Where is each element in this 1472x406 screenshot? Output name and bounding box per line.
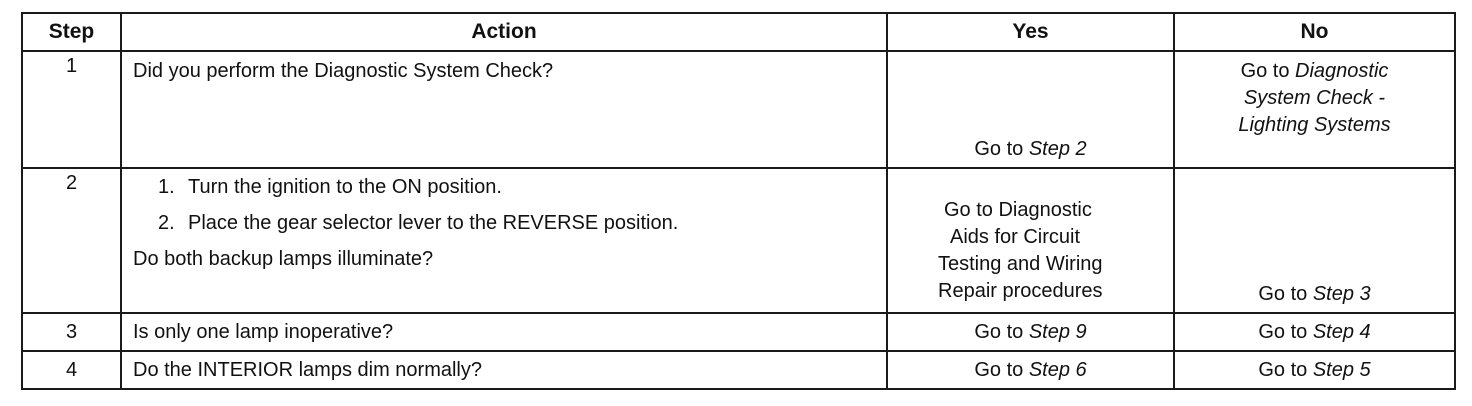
table-row: 1 Did you perform the Diagnostic System … bbox=[21, 50, 1456, 169]
table-row: 3 Is only one lamp inoperative? Go to St… bbox=[21, 312, 1456, 352]
yes-cell: Go to Step 6 bbox=[886, 350, 1175, 390]
step-cell: 4 bbox=[21, 350, 122, 390]
no-ref-line2: System Check - bbox=[1243, 87, 1386, 109]
yes-cell: Go to Step 9 bbox=[886, 312, 1175, 352]
no-text: Go to Step 3 bbox=[1175, 280, 1454, 308]
list-number: 1. bbox=[158, 176, 175, 198]
yes-step-link: Step 6 bbox=[1028, 359, 1087, 381]
yes-cell: Go to Step 2 bbox=[886, 50, 1175, 169]
no-cell: Go to Step 3 bbox=[1173, 167, 1456, 314]
step-cell: 1 bbox=[21, 50, 122, 169]
step-cell: 2 bbox=[21, 167, 122, 314]
yes-line: Aids for Circuit bbox=[950, 226, 1081, 248]
list-number: 2. bbox=[158, 212, 175, 234]
list-text: Place the gear selector lever to the REV… bbox=[188, 212, 679, 234]
yes-prefix: Go to bbox=[974, 321, 1024, 343]
no-cell: Go to Step 4 bbox=[1173, 312, 1456, 352]
yes-text: Go to Diagnostic Aids for Circuit Testin… bbox=[888, 169, 1173, 305]
no-prefix: Go to bbox=[1258, 321, 1308, 343]
header-action: Action bbox=[120, 12, 888, 52]
list-text: Turn the ignition to the ON position. bbox=[188, 176, 502, 198]
no-cell: Go to Diagnostic System Check - Lighting… bbox=[1173, 50, 1456, 169]
no-text: Go to Diagnostic System Check - Lighting… bbox=[1175, 52, 1454, 139]
no-step-link: Step 3 bbox=[1312, 283, 1371, 305]
action-question: Do both backup lamps illuminate? bbox=[133, 248, 434, 270]
no-cell: Go to Step 5 bbox=[1173, 350, 1456, 390]
no-ref-line3: Lighting Systems bbox=[1238, 114, 1391, 136]
yes-text: Go to Step 2 bbox=[888, 135, 1173, 163]
action-cell: Do the INTERIOR lamps dim normally? bbox=[120, 350, 888, 390]
diagnostic-table: Step Action Yes No 1 Did you perform the… bbox=[21, 12, 1456, 390]
action-text: Is only one lamp inoperative? bbox=[133, 321, 394, 343]
header-no: No bbox=[1173, 12, 1456, 52]
yes-line: Repair procedures bbox=[938, 280, 1103, 302]
action-list: 1.Turn the ignition to the ON position. … bbox=[122, 169, 886, 273]
header-yes: Yes bbox=[886, 12, 1175, 52]
yes-step-link: Step 9 bbox=[1028, 321, 1087, 343]
yes-line: Testing and Wiring bbox=[938, 253, 1103, 275]
no-step-link: Step 5 bbox=[1312, 359, 1371, 381]
header-row: Step Action Yes No bbox=[21, 12, 1456, 52]
action-text: Did you perform the Diagnostic System Ch… bbox=[133, 60, 554, 82]
action-cell: Did you perform the Diagnostic System Ch… bbox=[120, 50, 888, 169]
action-text: Do the INTERIOR lamps dim normally? bbox=[133, 359, 482, 381]
yes-prefix: Go to bbox=[974, 138, 1024, 160]
no-prefix: Go to bbox=[1258, 359, 1308, 381]
action-cell: 1.Turn the ignition to the ON position. … bbox=[120, 167, 888, 314]
yes-line: Go to Diagnostic bbox=[944, 199, 1092, 221]
action-cell: Is only one lamp inoperative? bbox=[120, 312, 888, 352]
action-list-item: 2. Place the gear selector lever to the R… bbox=[122, 209, 886, 237]
no-ref-line1: Diagnostic bbox=[1295, 60, 1389, 82]
action-list-item: 1. Turn the ignition to the ON position. bbox=[122, 173, 886, 201]
header-step: Step bbox=[21, 12, 122, 52]
no-step-link: Step 4 bbox=[1312, 321, 1371, 343]
yes-prefix: Go to bbox=[974, 359, 1024, 381]
step-cell: 3 bbox=[21, 312, 122, 352]
no-prefix: Go to bbox=[1240, 60, 1290, 82]
yes-cell: Go to Diagnostic Aids for Circuit Testin… bbox=[886, 167, 1175, 314]
table-row: 4 Do the INTERIOR lamps dim normally? Go… bbox=[21, 350, 1456, 390]
no-prefix: Go to bbox=[1258, 283, 1308, 305]
table-row: 2 1. Turn the ignition to the ON position… bbox=[21, 167, 1456, 314]
yes-step-link: Step 2 bbox=[1028, 138, 1087, 160]
